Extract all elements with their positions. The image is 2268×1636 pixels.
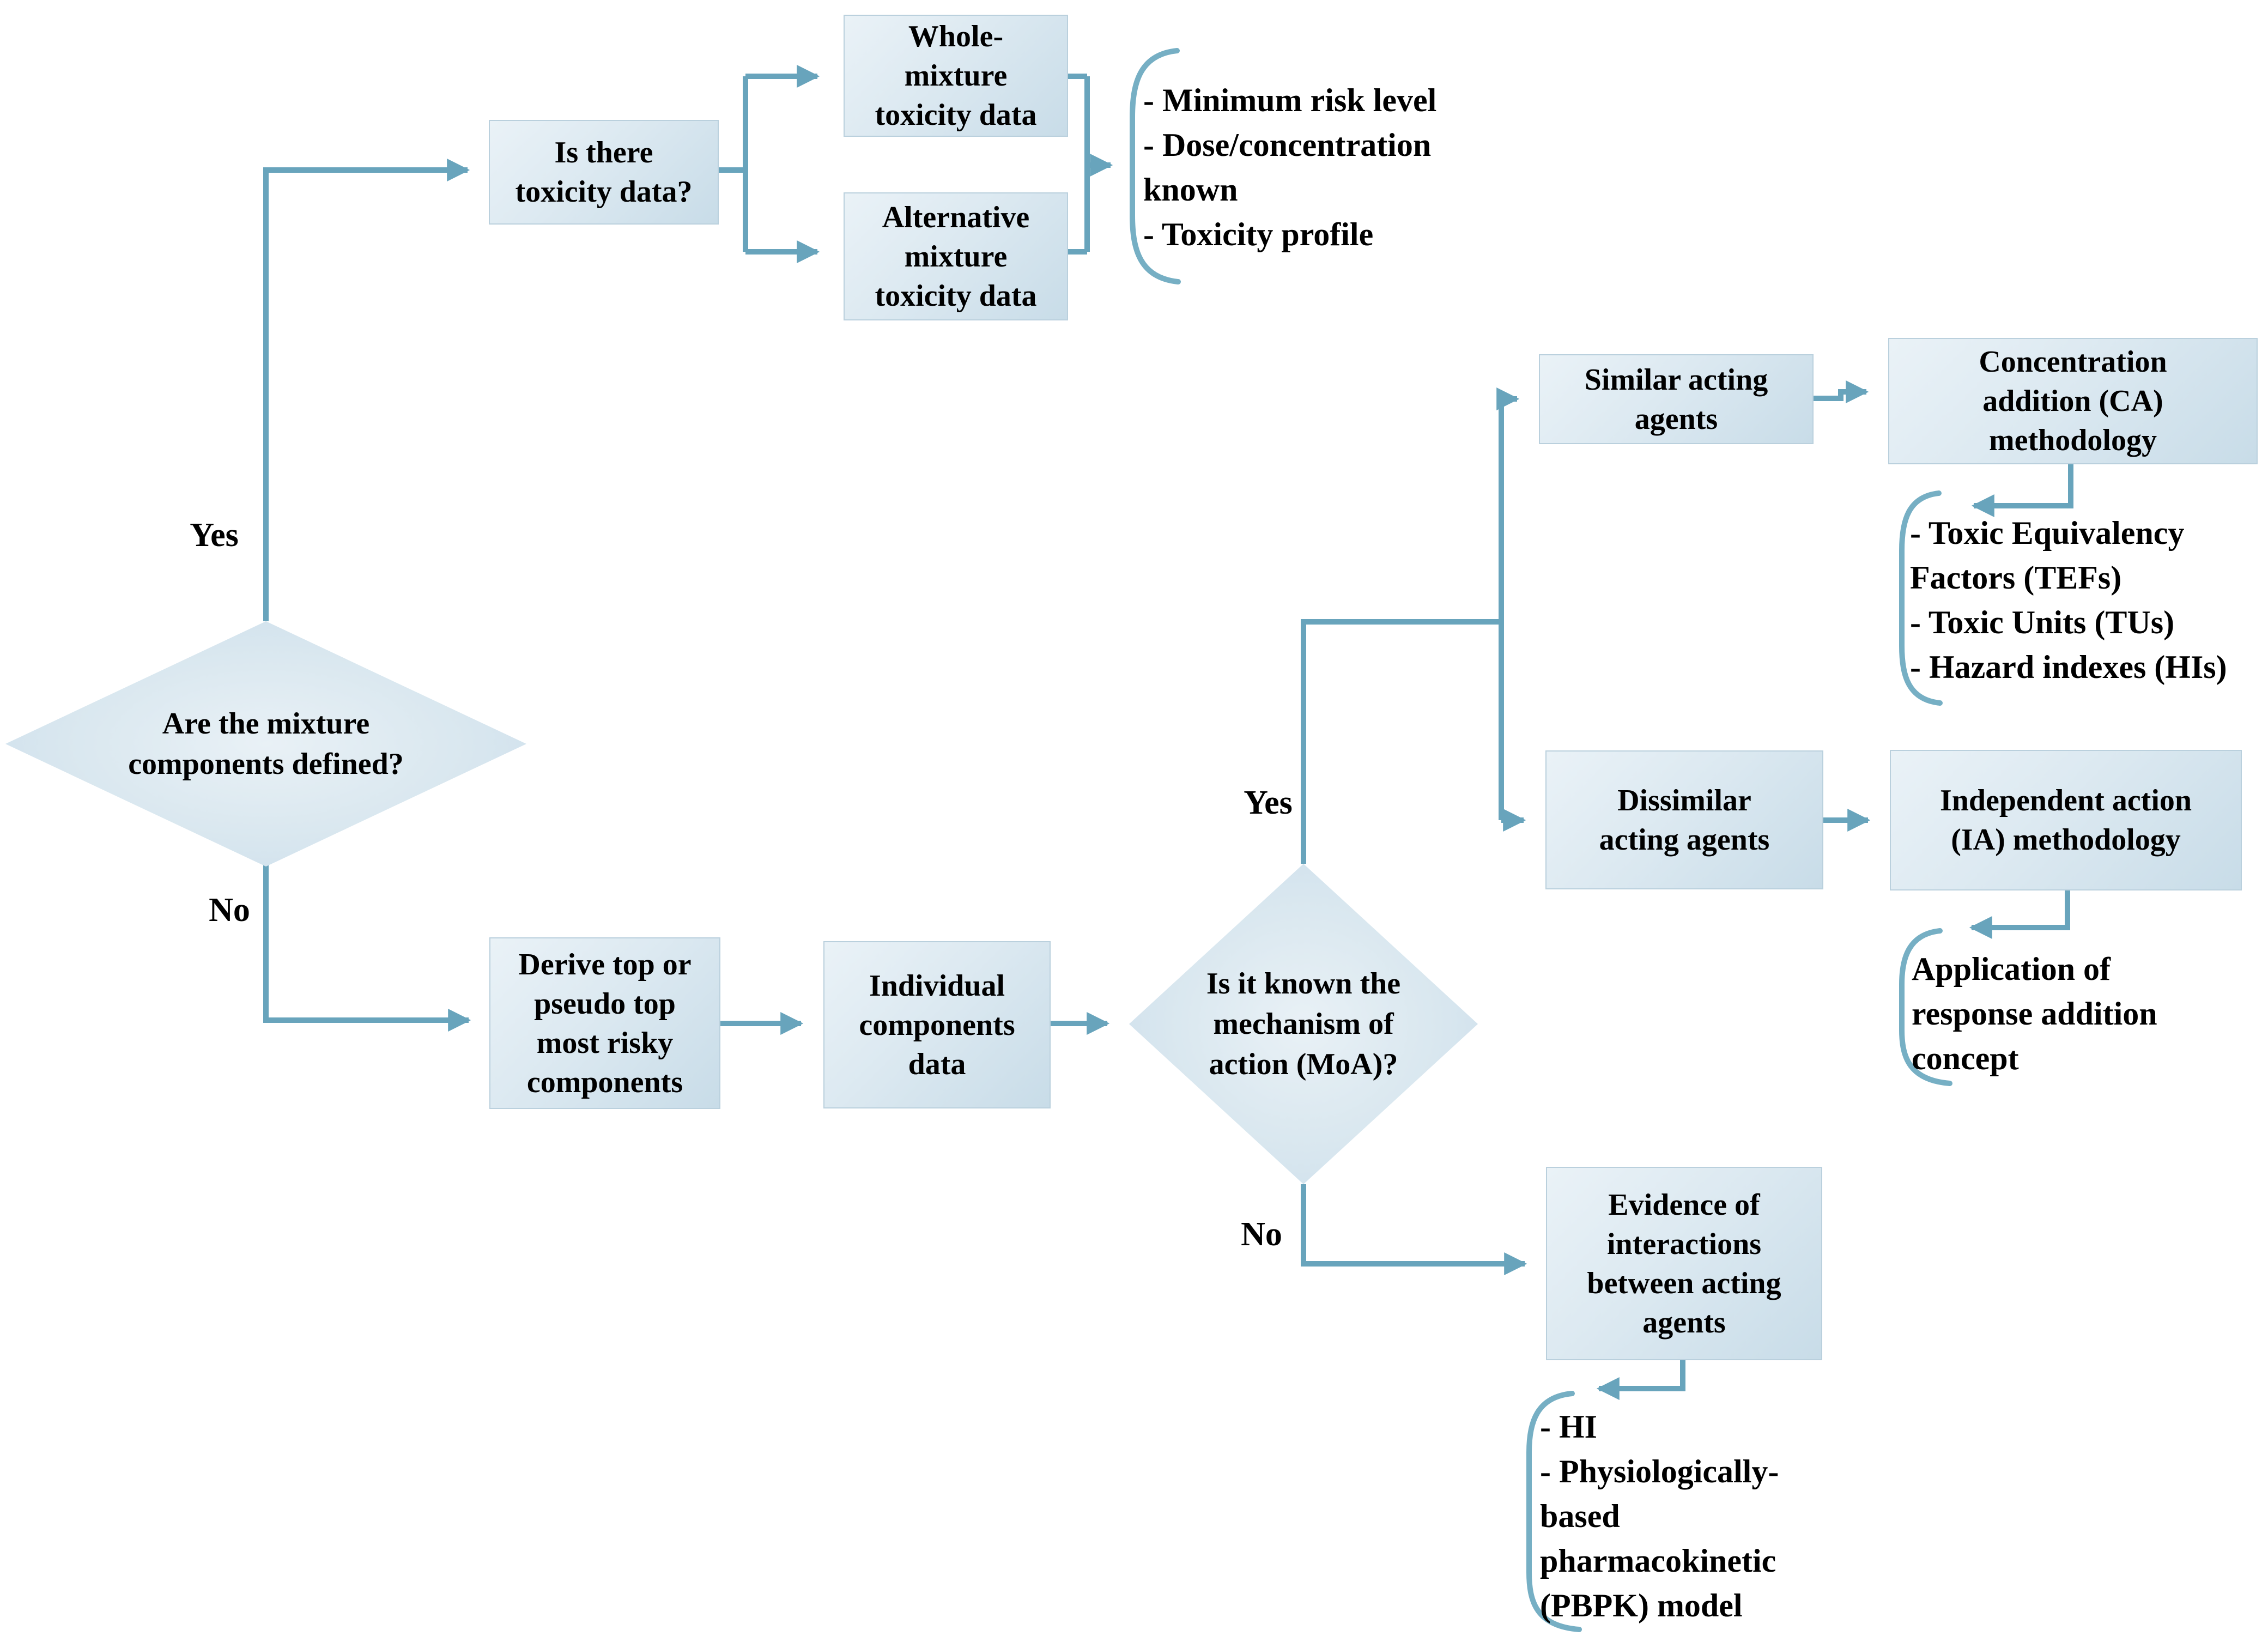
edge-no-to-derive [263, 865, 471, 1032]
label-no-1: No [209, 892, 250, 929]
bracket-mixture-data-outputs [1130, 48, 1181, 284]
box-derive-components: Derive top or pseudo top most risky comp… [489, 937, 720, 1109]
label-yes-2: Yes [1244, 784, 1293, 821]
list-ca-tools: - Toxic Equivalency Factors (TEFs) - Tox… [1910, 515, 2227, 685]
bracket-ca-tools [1899, 490, 1943, 706]
edge-similar-to-ca [1814, 380, 1869, 403]
bracket-interaction-tools [1526, 1391, 1582, 1632]
edge-no2-to-evidence [1301, 1184, 1527, 1275]
edge-yes2-elbow [1301, 619, 1501, 864]
box-individual-components: Individual components data [823, 941, 1051, 1108]
label-no-2: No [1241, 1216, 1282, 1253]
box-toxicity-question: Is there toxicity data? [489, 120, 719, 225]
box-ia-methodology: Independent action (IA) methodology [1890, 750, 2242, 890]
box-similar-agents: Similar acting agents [1539, 354, 1814, 444]
box-ca-methodology: Concentration addition (CA) methodology [1888, 338, 2258, 464]
label-yes-1: Yes [190, 517, 239, 554]
box-evidence-interactions: Evidence of interactions between acting … [1546, 1167, 1822, 1360]
box-whole-mixture: Whole- mixture toxicity data [844, 15, 1068, 137]
bracket-ia-tools [1899, 928, 1952, 1086]
list-mixture-data-outputs: - Minimum risk level - Dose/concentratio… [1143, 82, 1437, 252]
box-dissimilar-agents: Dissimilar acting agents [1545, 750, 1823, 889]
edge-ia-to-ia-tools [1969, 890, 2070, 939]
edge-evidence-to-interaction-tools [1596, 1360, 1685, 1400]
box-alternative-mixture: Alternative mixture toxicity data [844, 192, 1068, 320]
list-interaction-tools: - HI - Physiologically- based pharmacoki… [1540, 1409, 1779, 1623]
edge-yes-to-toxicity-question [263, 159, 470, 621]
edge-ca-to-ca-tools [1971, 464, 2073, 517]
list-ia-tools: Application of response addition concept [1912, 951, 2157, 1076]
